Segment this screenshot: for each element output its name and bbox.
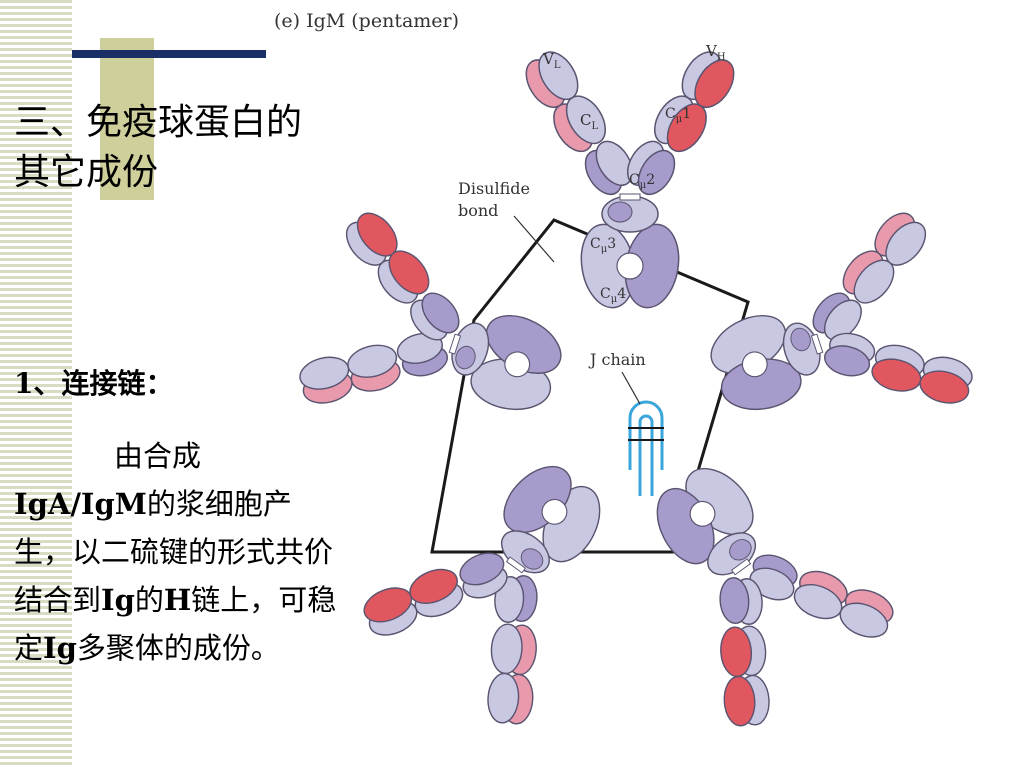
label-cmu1: Cμ1 (665, 106, 691, 125)
label-cl: CL (580, 111, 598, 132)
j-chain-pointer (621, 371, 641, 405)
label-disulfide-line2: bond (458, 201, 498, 220)
body-text-segment: 链上，可稳定 (14, 583, 337, 665)
disulfide-pointer (513, 215, 555, 263)
igm-monomer-left (284, 197, 593, 480)
body-text-segment: 的 (134, 583, 164, 617)
accent-block (100, 38, 154, 200)
slide-title: 三、免疫球蛋白的其它成份 (14, 102, 303, 193)
title-rule (72, 50, 266, 58)
body-text-segment: H (163, 583, 192, 617)
label-vl: VL (542, 50, 561, 71)
label-cmu2: Cμ2 (629, 172, 655, 191)
body-text-segment: IgA/IgM (14, 487, 147, 521)
label-j-chain: J chain (588, 350, 646, 369)
body-text-segment: 多聚体的成份。 (76, 631, 280, 665)
j-chain (628, 400, 664, 496)
igm-monomer-bottom-left (344, 413, 667, 745)
striped-side-decoration (0, 0, 72, 768)
body-text-segment: Ig (43, 631, 77, 665)
label-vh: VH (705, 42, 726, 63)
igm-monomer-right (679, 197, 988, 480)
diagram-caption: (e) IgM (pentamer) (274, 10, 459, 32)
label-disulfide-line1: Disulfide (458, 179, 530, 198)
label-cmu3: Cμ3 (590, 236, 616, 255)
body-text-segment: 的浆细胞产生，以二硫键的形式共价结合到 (14, 487, 334, 617)
label-cmu4: Cμ4 (600, 286, 626, 305)
body-text-segment: 由合成 (114, 439, 202, 473)
section-heading: 1、连接链： (14, 367, 174, 400)
igm-pentamer-diagram: (e) IgM (pentamer) VL CL VH Cμ1 Cμ2 Cμ3 … (274, 10, 988, 747)
body-text-segment: Ig (101, 583, 135, 617)
